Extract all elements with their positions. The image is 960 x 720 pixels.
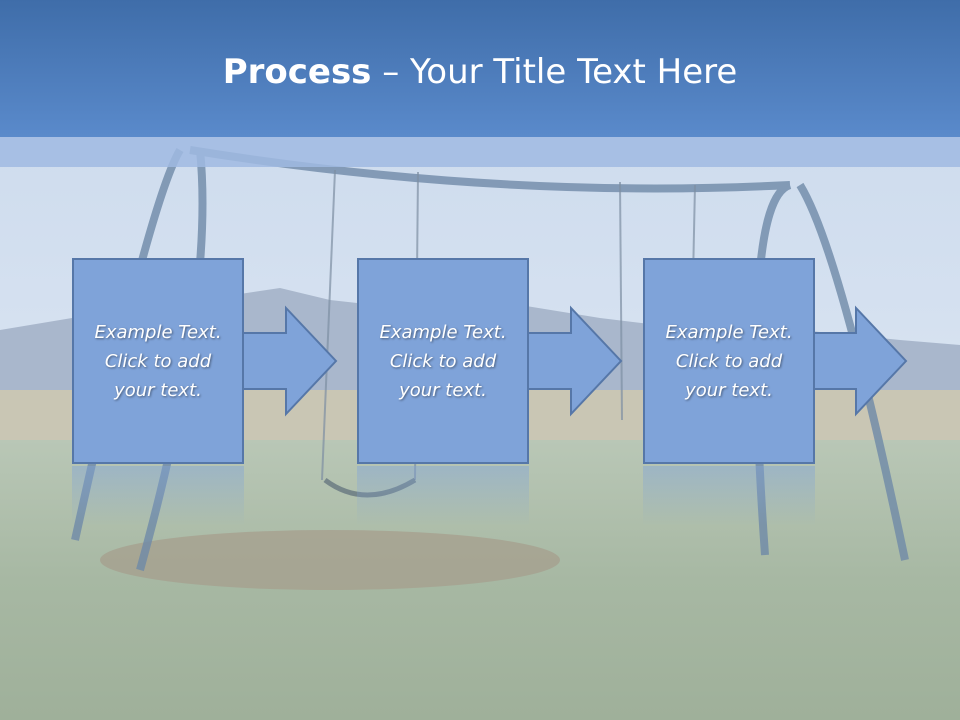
title-bold: Process — [222, 52, 372, 92]
process-step-2[interactable]: Example Text. Click to add your text. — [357, 258, 529, 464]
step-3-text: Example Text. Click to add your text. — [665, 321, 793, 401]
title-bar — [0, 0, 960, 137]
box-reflection — [643, 466, 815, 526]
step-2-text: Example Text. Click to add your text. — [379, 321, 507, 401]
title-rest: – Your Title Text Here — [371, 52, 738, 92]
arrow-2-icon — [516, 305, 623, 417]
title-band — [0, 137, 960, 167]
slide-title[interactable]: Process – Your Title Text Here — [0, 52, 960, 92]
process-step-1[interactable]: Example Text. Click to add your text. — [72, 258, 244, 464]
arrow-1-icon — [231, 305, 338, 417]
arrow-3-icon — [801, 305, 908, 417]
box-reflection — [357, 466, 529, 526]
process-step-3[interactable]: Example Text. Click to add your text. — [643, 258, 815, 464]
step-1-text: Example Text. Click to add your text. — [94, 321, 222, 401]
box-reflection — [72, 466, 244, 526]
